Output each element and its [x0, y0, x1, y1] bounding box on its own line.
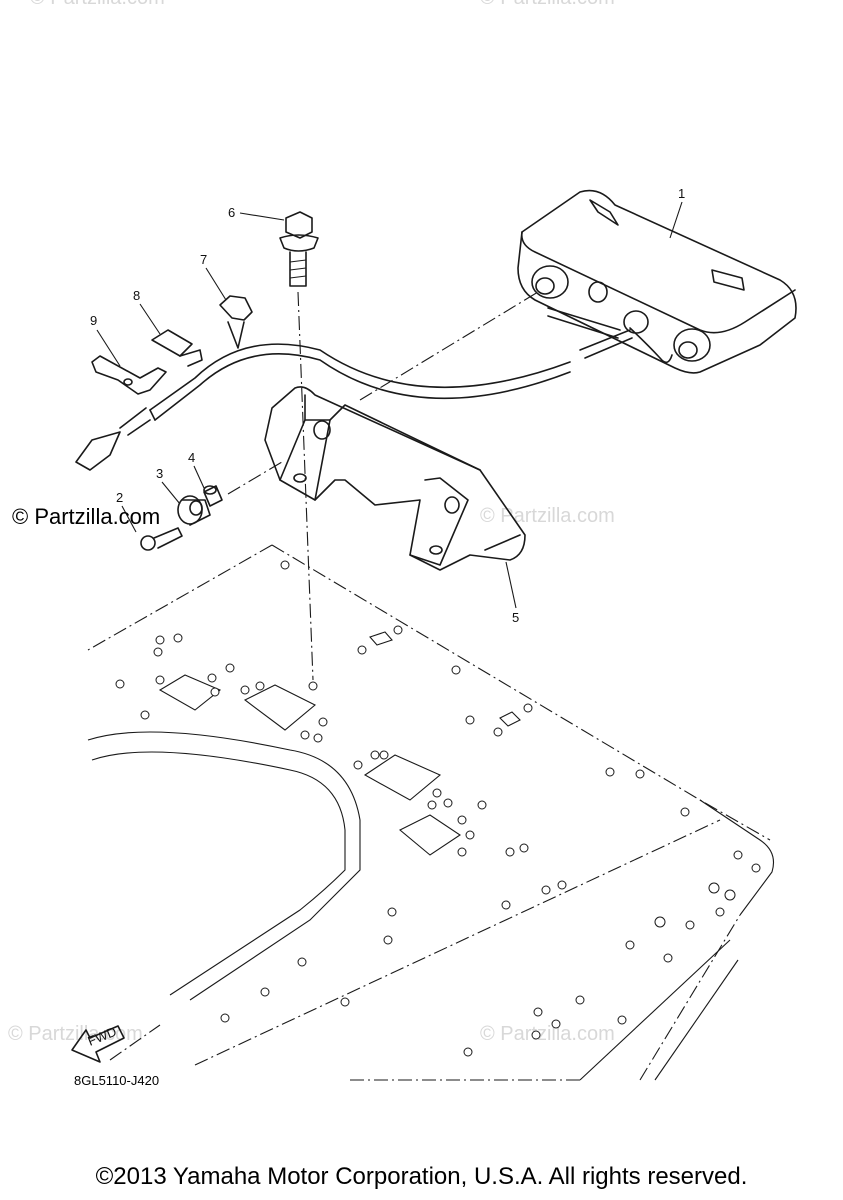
callout-8: 8 — [133, 288, 140, 303]
watermark-middle: © Partzilla.com — [480, 505, 615, 527]
callout-2: 2 — [116, 490, 123, 505]
wire-harness — [75, 343, 571, 471]
watermark-top-right: © Partzilla.com — [480, 0, 615, 9]
callouts: 1 2 3 4 5 6 7 8 9 — [90, 186, 685, 625]
part-7-clip — [219, 295, 253, 349]
part-1-tail-light — [517, 189, 797, 374]
partzilla-logo-text: © Partzilla.com — [12, 504, 161, 529]
callout-9: 9 — [90, 313, 97, 328]
watermark-bottom-left: © Partzilla.com — [8, 1023, 143, 1045]
callout-1: 1 — [678, 186, 685, 201]
part-2-screw — [140, 527, 183, 551]
watermarks: © Partzilla.com © Partzilla.com © Partzi… — [8, 0, 615, 1045]
callout-4: 4 — [188, 450, 195, 465]
part-5-bracket — [264, 386, 526, 571]
part-9-stay — [91, 355, 167, 395]
diagram-part-code: 8GL5110-J420 — [74, 1073, 160, 1088]
watermark-bottom-right: © Partzilla.com — [480, 1023, 615, 1045]
part-4-collar — [203, 485, 223, 507]
assembly-center-lines — [227, 291, 539, 681]
copyright-notice: ©2013 Yamaha Motor Corporation, U.S.A. A… — [95, 1163, 748, 1190]
watermark-top-left: © Partzilla.com — [30, 0, 165, 9]
callout-5: 5 — [512, 610, 519, 625]
callout-3: 3 — [156, 466, 163, 481]
part-3-grommet — [177, 495, 211, 526]
part-6-bolt — [279, 211, 319, 287]
chassis-panel — [87, 544, 775, 1081]
part-8-band — [151, 329, 203, 367]
callout-6: 6 — [228, 205, 235, 220]
callout-7: 7 — [200, 252, 207, 267]
